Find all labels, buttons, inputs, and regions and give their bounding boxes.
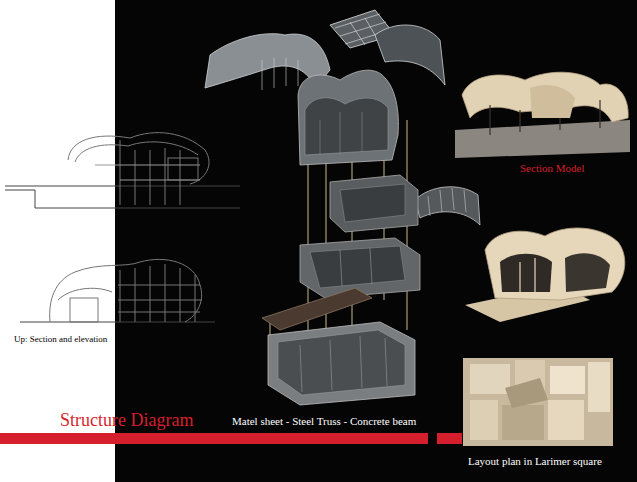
photo-label: Layout plan in Larimer square [468, 455, 602, 467]
photo-label: Section Model [520, 162, 584, 174]
board-title: Structure Diagram [60, 410, 193, 431]
exploded-structure [205, 10, 480, 405]
section-model-photo [455, 72, 630, 158]
layout-plan-photo [463, 358, 613, 446]
elevation-drawing [20, 259, 215, 322]
red-bar [0, 433, 428, 444]
drawing-label: Up: Section and elevation [14, 334, 107, 344]
model-photo [465, 228, 625, 322]
red-bar [437, 433, 462, 444]
white-strip [0, 0, 115, 482]
section-drawing [5, 133, 240, 208]
caption-text: Matel sheet - Steel Truss - Concrete bea… [232, 415, 416, 427]
